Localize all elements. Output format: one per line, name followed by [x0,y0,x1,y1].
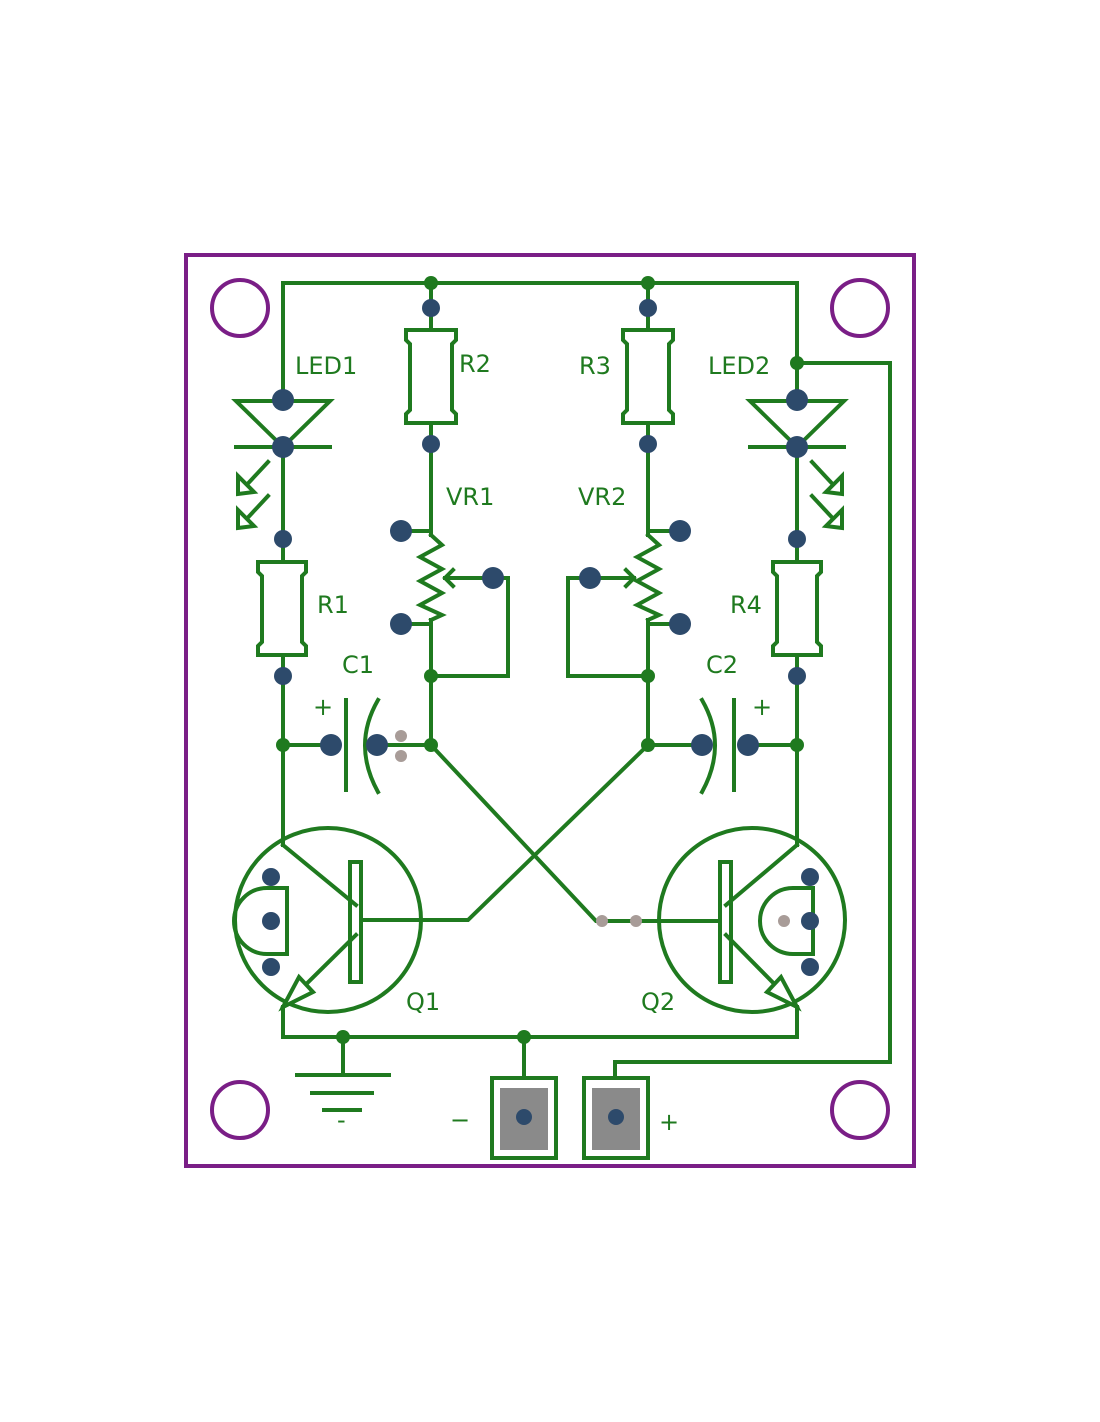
label-r4: R4 [730,591,762,619]
label-c1: C1 [342,651,374,679]
label-c1-plus: + [313,693,333,721]
ground-symbol-icon [295,1073,391,1112]
potentiometer-vr1 [415,532,447,623]
label-c2: C2 [706,651,738,679]
label-q2: Q2 [641,988,675,1016]
label-led2: LED2 [708,352,770,380]
negative-terminal [490,1076,558,1160]
power-terminals [490,1076,650,1160]
transistor-q2 [657,826,847,1014]
label-q1: Q1 [406,988,440,1016]
transistor-q1 [232,826,423,1014]
label-vr1: VR1 [446,483,494,511]
label-negative-terminal: − [450,1106,470,1134]
positive-terminal [582,1076,650,1160]
mounting-hole [830,1080,890,1140]
component-labels: LED1 R2 R3 LED2 VR1 VR2 R1 R4 C1 C2 + + … [295,350,772,1136]
junctions [276,276,804,1044]
mounting-hole [210,1080,270,1140]
leds [231,399,849,531]
potentiometer-vr2 [632,532,664,623]
potentiometers [415,532,664,623]
label-led1: LED1 [295,352,357,380]
resistor-r2 [404,328,458,425]
resistor-r3 [621,328,675,425]
label-r3: R3 [579,352,611,380]
resistor-r1 [256,560,308,657]
capacitors [344,697,736,795]
transistors [232,826,847,1014]
resistor-r4 [771,560,823,657]
resistors [256,328,823,657]
label-c2-plus: + [752,693,772,721]
ground-mark: - [337,1106,346,1134]
light-emission-arrows-icon [236,459,271,531]
label-r2: R2 [459,350,491,378]
board-outline [184,253,916,1168]
label-vr2: VR2 [578,483,626,511]
label-r1: R1 [317,591,349,619]
mounting-hole [830,278,890,338]
mounting-hole [210,278,270,338]
light-emission-arrows-icon [809,459,844,531]
label-positive-terminal: + [659,1108,679,1136]
pads [262,299,819,976]
